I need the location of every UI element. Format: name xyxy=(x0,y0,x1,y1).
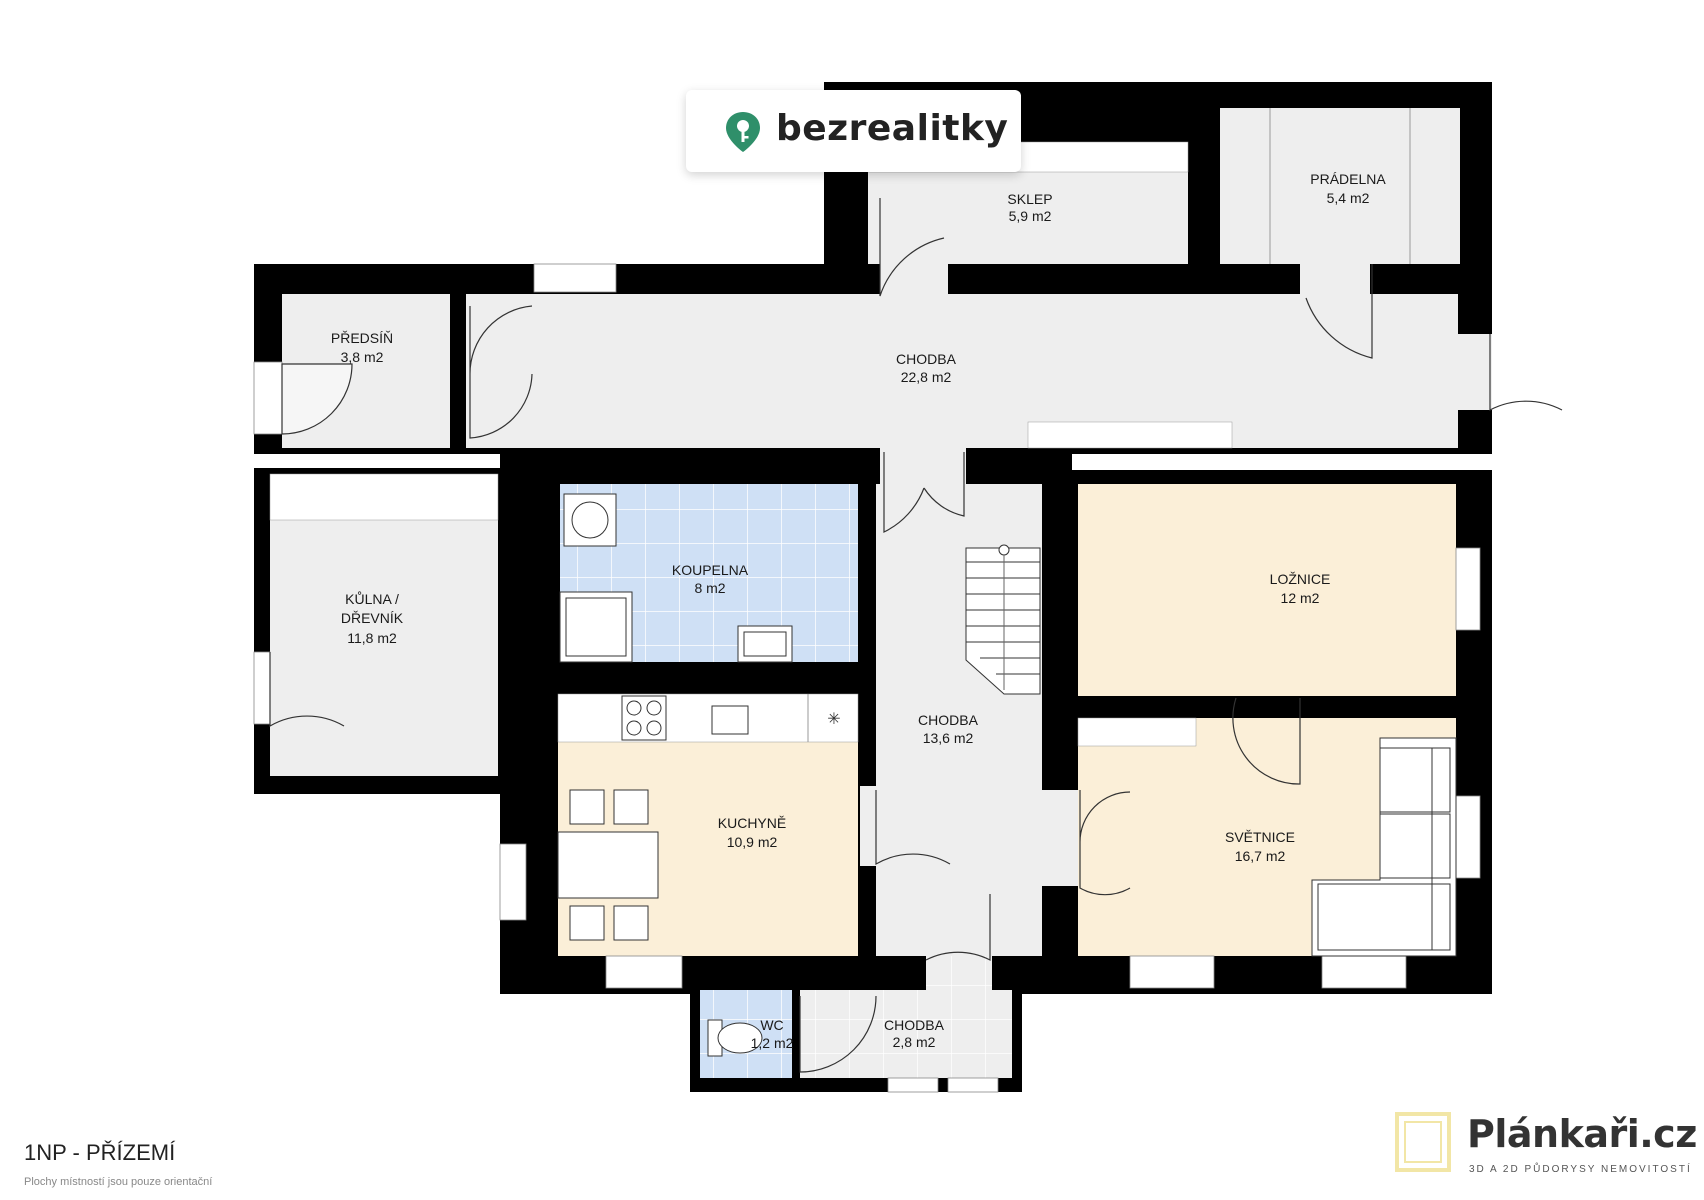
stairs xyxy=(965,544,1041,695)
chair-icon xyxy=(569,905,605,941)
dining-table xyxy=(557,831,659,899)
room-name-chodba-3: CHODBA xyxy=(884,1017,945,1033)
plankari-name: Plánkaři.cz xyxy=(1467,1112,1697,1156)
kitchen-fixtures: ✳ xyxy=(557,694,841,941)
floor-note: Plochy místností jsou pouze orientační xyxy=(24,1176,213,1188)
doors xyxy=(269,198,1563,1073)
shower-tray-icon xyxy=(559,591,633,663)
toilet-bowl-icon xyxy=(717,1022,763,1054)
room-area-kuchyne: 10,9 m2 xyxy=(727,834,778,850)
room-area-sklep: 5,9 m2 xyxy=(1009,208,1052,224)
brand-badge: bezrealitky xyxy=(686,90,1021,172)
room-area-predsin: 3,8 m2 xyxy=(341,349,384,365)
sofa xyxy=(1311,737,1457,957)
room-name-svetnice: SVĚTNICE xyxy=(1225,829,1295,845)
room-area-loznice: 12 m2 xyxy=(1281,590,1320,606)
map-pin-icon xyxy=(726,112,760,152)
room-name-loznice: LOŽNICE xyxy=(1270,571,1331,587)
room-area-wc: 1,2 m2 xyxy=(751,1035,794,1051)
room-name-sklep: SKLEP xyxy=(1007,191,1052,207)
floor-title: 1NP - PŘÍZEMÍ xyxy=(24,1140,176,1165)
room-area-svetnice: 16,7 m2 xyxy=(1235,848,1286,864)
room-name-koupelna: KOUPELNA xyxy=(672,562,749,578)
room-name-wc: WC xyxy=(760,1017,783,1033)
chair-icon xyxy=(613,789,649,825)
room-area-kulna: 11,8 m2 xyxy=(347,630,397,646)
room-name-kulna-1: KŮLNA / xyxy=(345,590,399,607)
plankari-square-icon xyxy=(1395,1112,1451,1172)
toilet xyxy=(707,1019,763,1057)
room-name-chodba-2: CHODBA xyxy=(918,712,979,728)
room-area-pradelna: 5,4 m2 xyxy=(1327,190,1370,206)
room-name-kuchyne: KUCHYNĚ xyxy=(718,815,786,831)
room-name-pradelna: PRÁDELNA xyxy=(1310,171,1386,187)
room-area-koupelna: 8 m2 xyxy=(694,580,725,596)
sink-icon xyxy=(737,625,793,663)
room-labels: SKLEP 5,9 m2 PRÁDELNA 5,4 m2 PŘEDSÍŇ 3,8… xyxy=(331,171,1387,1051)
kitchen-sink-icon xyxy=(711,705,749,735)
washing-drum-icon xyxy=(571,501,609,539)
room-name-predsin: PŘEDSÍŇ xyxy=(331,330,393,346)
room-name-chodba-1: CHODBA xyxy=(896,351,957,367)
plankari-tagline: 3D A 2D PŮDORYSY NEMOVITOSTÍ xyxy=(1469,1164,1692,1175)
room-area-chodba-3: 2,8 m2 xyxy=(893,1034,936,1050)
room-area-chodba-1: 22,8 m2 xyxy=(901,369,952,385)
chair-icon xyxy=(613,905,649,941)
plankari-logo: Plánkaři.cz 3D A 2D PŮDORYSY NEMOVITOSTÍ xyxy=(1395,1112,1697,1184)
stove-icon xyxy=(621,695,667,741)
bathroom-fixtures xyxy=(559,493,793,663)
room-name-kulna-2: DŘEVNÍK xyxy=(341,610,404,626)
windows xyxy=(253,263,1481,1093)
fridge-icon: ✳ xyxy=(827,711,840,728)
room-area-chodba-2: 13,6 m2 xyxy=(923,730,974,746)
brand-name: bezrealitky xyxy=(776,108,1009,149)
chair-icon xyxy=(569,789,605,825)
